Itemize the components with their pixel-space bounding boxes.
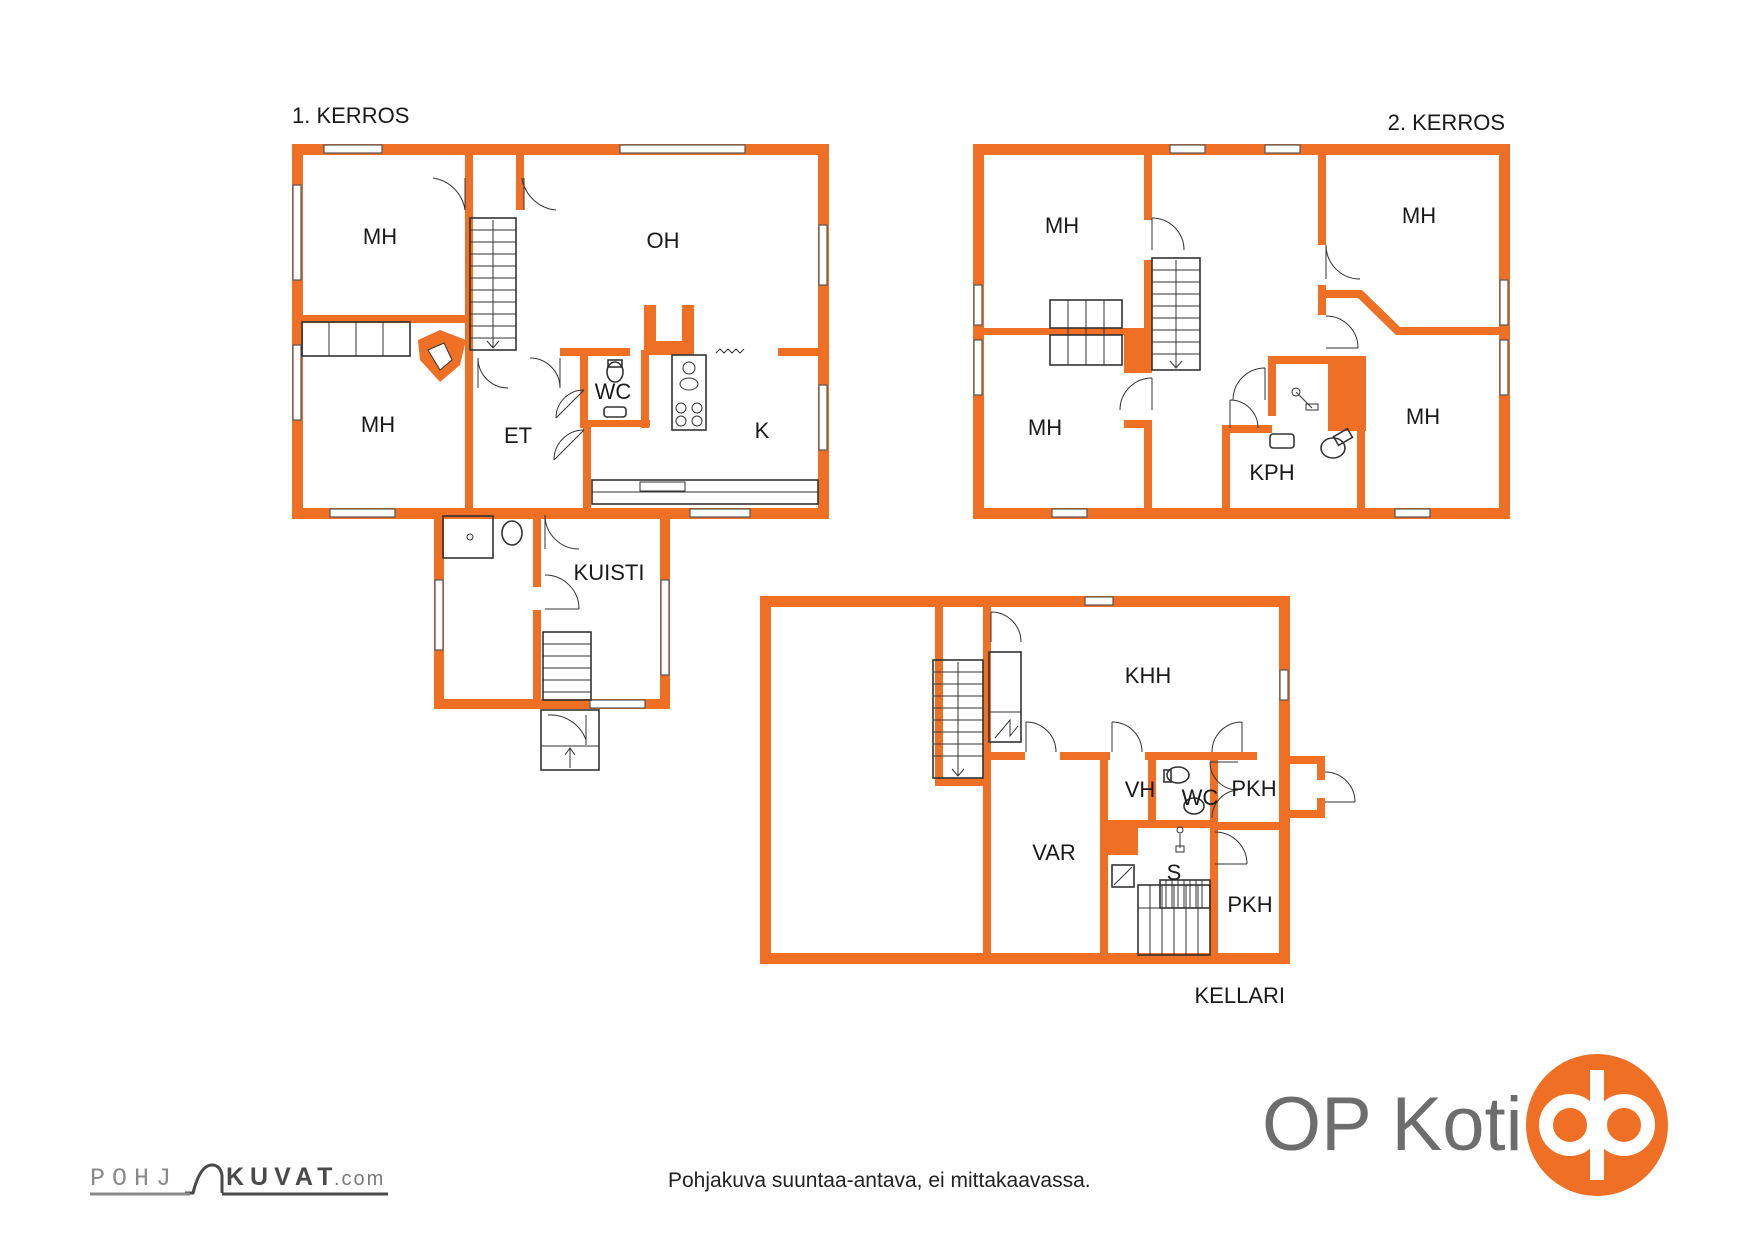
room-label-vh: VH	[1125, 777, 1156, 802]
second-floor-title: 2. KERROS	[1388, 110, 1505, 135]
room-label-k: K	[755, 418, 770, 443]
basement-plan: KELLARI KHH VH WC PKH VAR S PKH	[760, 596, 1356, 1008]
room-label-kph: KPH	[1249, 460, 1294, 485]
room-label-et: ET	[504, 423, 532, 448]
room-label-khh: KHH	[1125, 663, 1171, 688]
room-label-mh: MH	[1028, 415, 1062, 440]
room-label-kuisti: KUISTI	[574, 560, 645, 585]
disclaimer-text: Pohjakuva suuntaa-antava, ei mittakaavas…	[668, 1169, 1091, 1192]
pohjakuvat-logo-part3: .com	[334, 1168, 385, 1190]
basement-title: KELLARI	[1195, 983, 1286, 1008]
second-floor-plan: 2. KERROS MH MH MH MH KPH	[973, 110, 1510, 519]
room-label-pkh: PKH	[1227, 892, 1272, 917]
pohjakuvat-logo-part2: KUVAT	[226, 1163, 338, 1191]
room-label-var: VAR	[1032, 840, 1076, 865]
room-label-mh: MH	[1045, 213, 1079, 238]
brand-name: OP Koti	[1262, 1082, 1523, 1167]
room-label-wc: WC	[595, 379, 632, 404]
first-floor-title: 1. KERROS	[292, 103, 409, 128]
room-label-pkh: PKH	[1231, 776, 1276, 801]
room-label-mh: MH	[363, 224, 397, 249]
room-label-mh: MH	[1406, 404, 1440, 429]
room-label-mh: MH	[361, 412, 395, 437]
room-label-wc: WC	[1182, 785, 1219, 810]
pohjakuvat-logo-part1: POHJ	[90, 1164, 178, 1193]
op-logo-icon	[1526, 1054, 1668, 1196]
room-label-mh: MH	[1402, 203, 1436, 228]
room-label-s: S	[1167, 860, 1182, 885]
room-label-oh: OH	[647, 228, 680, 253]
first-floor-plan: 1. KERROS MH OH MH WC ET K KUISTI	[292, 103, 829, 771]
pohjakuvat-logo: POHJ KUVAT .com	[90, 1163, 388, 1196]
